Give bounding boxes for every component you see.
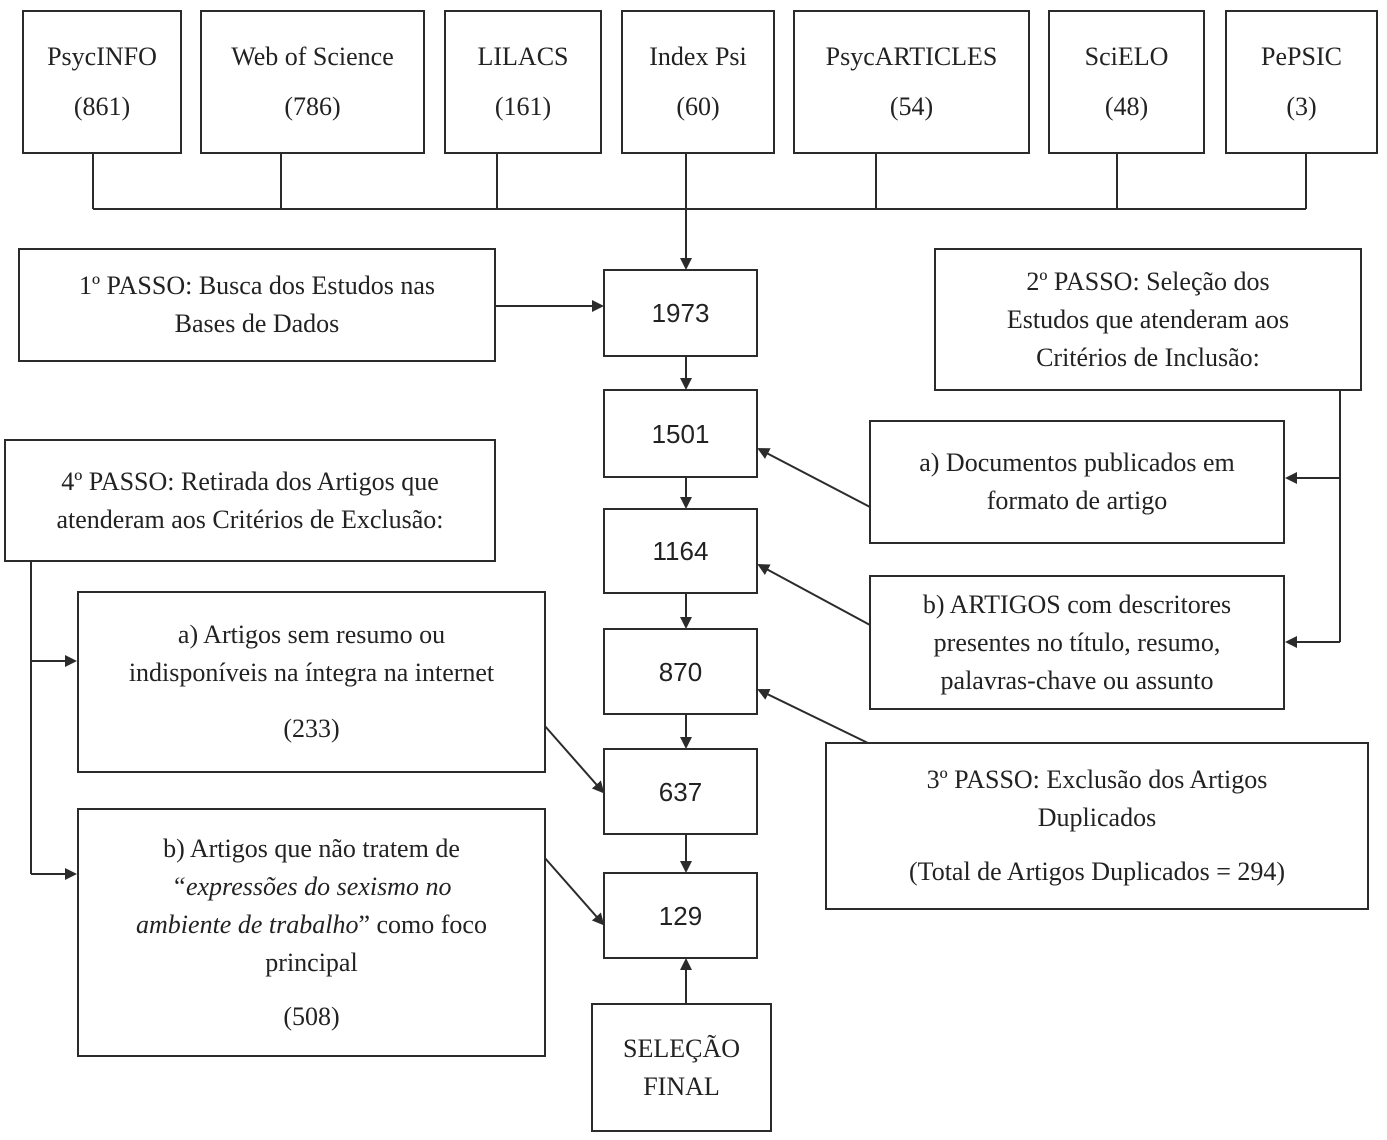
criterion-b-line2: presentes no título, resumo, — [933, 627, 1221, 657]
exclusion-a-count: (233) — [283, 714, 340, 743]
count-1164: 1164 — [603, 508, 758, 594]
step2-criterion-b: b) ARTIGOS com descritores presentes no … — [869, 575, 1285, 710]
step2-box: 2º PASSO: Seleção dos Estudos que atende… — [934, 248, 1362, 391]
database-count: (861) — [73, 92, 131, 121]
database-pepsic: PePSIC (3) — [1225, 10, 1378, 154]
exclusion-b-line3-italic: ambiente de trabalho — [136, 909, 359, 939]
step2-line3: Critérios de Inclusão: — [1036, 342, 1260, 372]
count-value: 1164 — [652, 536, 709, 566]
database-name: PsycARTICLES — [825, 42, 998, 71]
database-psycinfo: PsycINFO (861) — [22, 10, 182, 154]
count-value: 1501 — [651, 418, 710, 449]
criterion-a-line2: formato de artigo — [986, 486, 1168, 515]
step4-line2: atenderam aos Critérios de Exclusão: — [56, 504, 444, 534]
step2-criterion-a: a) Documentos publicados em formato de a… — [869, 420, 1285, 544]
database-name: LILACS — [477, 42, 569, 71]
step2-line1: 2º PASSO: Seleção dos — [1026, 266, 1270, 296]
step2-line2: Estudos que atenderam aos — [1006, 304, 1290, 334]
database-name: PsycINFO — [47, 42, 157, 71]
step3-total: (Total de Artigos Duplicados = 294) — [908, 857, 1286, 886]
database-name: SciELO — [1084, 42, 1169, 71]
count-1501: 1501 — [603, 389, 758, 478]
step3-box: 3º PASSO: Exclusão dos Artigos Duplicado… — [825, 742, 1369, 910]
count-129: 129 — [603, 872, 758, 959]
exclusion-b-line3-rest: ” como foco — [358, 909, 487, 939]
step1-line2: Bases de Dados — [174, 309, 340, 338]
step1-line1: 1º PASSO: Busca dos Estudos nas — [79, 271, 435, 300]
step3-line2: Duplicados — [1037, 803, 1157, 832]
count-value: 1973 — [651, 298, 710, 328]
database-web-of-science: Web of Science (786) — [200, 10, 425, 154]
database-psycarticles: PsycARTICLES (54) — [793, 10, 1030, 154]
database-count: (786) — [284, 92, 341, 121]
count-value: 870 — [658, 656, 703, 687]
criterion-a-line1: a) Documentos publicados em — [919, 448, 1235, 477]
database-count: (54) — [889, 92, 934, 121]
database-lilacs: LILACS (161) — [444, 10, 602, 154]
count-1973: 1973 — [603, 269, 758, 357]
database-name: Index Psi — [649, 42, 747, 71]
database-count: (60) — [676, 92, 720, 121]
count-637: 637 — [603, 748, 758, 835]
step4-criterion-a: a) Artigos sem resumo ou indisponíveis n… — [77, 591, 546, 773]
count-870: 870 — [603, 628, 758, 715]
database-count: (48) — [1104, 92, 1149, 121]
database-scielo: SciELO (48) — [1048, 10, 1205, 154]
step4-line1: 4º PASSO: Retirada dos Artigos que — [61, 466, 439, 496]
criterion-b-line1: b) ARTIGOS com descritores — [922, 589, 1232, 619]
exclusion-a-line2: indisponíveis na íntegra na internet — [128, 658, 495, 687]
final-line2: FINAL — [643, 1071, 720, 1101]
exclusion-b-line2: “expressões do sexismo no — [172, 868, 452, 906]
exclusion-b-line1: b) Artigos que não tratem de — [163, 833, 460, 863]
database-name: Web of Science — [231, 42, 394, 71]
step1-box: 1º PASSO: Busca dos Estudos nas Bases de… — [18, 248, 496, 362]
exclusion-b-line4: principal — [265, 947, 358, 977]
exclusion-b-line3: ambiente de trabalho” como foco — [136, 906, 487, 944]
exclusion-b-line2-italic: “expressões do sexismo no — [171, 871, 452, 901]
database-count: (161) — [494, 92, 552, 121]
final-selection-box: SELEÇÃO FINAL — [591, 1003, 772, 1132]
step3-line1: 3º PASSO: Exclusão dos Artigos — [926, 765, 1268, 794]
database-index-psi: Index Psi (60) — [621, 10, 775, 154]
database-name: PePSIC — [1261, 42, 1342, 71]
exclusion-a-line1: a) Artigos sem resumo ou — [177, 620, 446, 649]
exclusion-b-count: (508) — [283, 1001, 340, 1031]
criterion-b-line3: palavras-chave ou assunto — [940, 665, 1214, 695]
step4-criterion-b: b) Artigos que não tratem de “expressões… — [77, 808, 546, 1057]
count-value: 129 — [658, 900, 703, 931]
count-value: 637 — [658, 776, 703, 807]
step4-box: 4º PASSO: Retirada dos Artigos que atend… — [4, 439, 496, 562]
final-line1: SELEÇÃO — [623, 1033, 740, 1063]
database-count: (3) — [1286, 92, 1317, 121]
